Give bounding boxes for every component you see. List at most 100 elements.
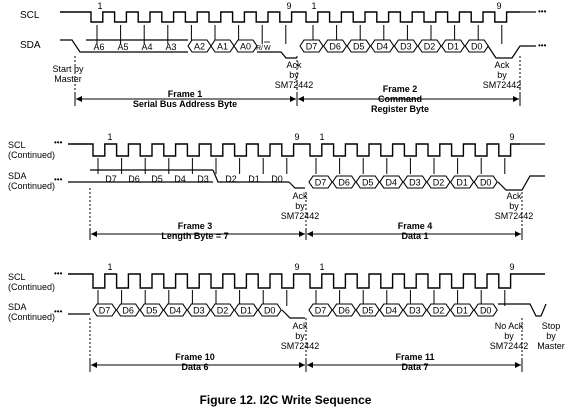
clock-number: 9 [294,132,299,142]
arrow-head [91,231,97,237]
sda-bit-label-data: D6 [338,178,350,188]
continuation-dots: ••• [538,7,547,16]
scl-waveform [300,11,520,23]
arrow-head [299,362,305,368]
sda-bit-cell [233,39,258,53]
data-bit-label: D0 [271,174,283,184]
clock-number: 1 [311,1,316,11]
sda-bit-label-data: D3 [400,42,412,52]
sda-continued-label: SDA(Continued) [8,302,56,322]
arrow-head [307,362,313,368]
scl-waveform [302,273,520,289]
address-bit-label: A6 [93,42,104,52]
sda-bit-label-data: D7 [306,42,318,52]
sda-bit-label-data: D2 [433,178,445,188]
continuation-dots: ••• [54,307,63,316]
clock-number: 1 [107,262,112,272]
scl-label: SCL [20,10,40,21]
data-bit-label: D2 [225,174,237,184]
sda-ack-waveform [497,175,545,191]
sda-bit-label-data: D4 [170,306,182,316]
clock-number: 9 [509,262,514,272]
sda-bit-label-data: D2 [433,306,445,316]
sda-bit-label-data: D0 [471,42,483,52]
sda-waveform [60,39,86,53]
sda-bit-label-data: D5 [146,306,158,316]
sda-bit-cell [473,175,498,189]
scl-waveform [302,143,520,157]
data-bit-label: D5 [151,174,163,184]
sda-ack-waveform [281,309,305,319]
arrow-head [513,96,519,102]
sda-waveform [498,303,547,317]
sda-bit-label-data: D7 [99,306,111,316]
sda-bit-label-data: D1 [456,306,468,316]
clock-number: 9 [509,132,514,142]
sda-bit-label-data: D0 [480,306,492,316]
sda-bit-label-address: A2 [194,42,205,52]
clock-number: 1 [107,132,112,142]
sda-bit-cell [473,303,498,317]
sda-bit-label-data: D4 [377,42,389,52]
arrow-head [515,231,521,237]
sda-continued-label: SDA(Continued) [8,171,56,191]
clock-number: 1 [319,262,324,272]
sda-bit-label-data: D2 [217,306,229,316]
sda-waveform [212,169,289,183]
sda-bit-label-data: D4 [386,178,398,188]
sda-bit-label-data: D6 [338,306,350,316]
scl-continued-label: SCL(Continued) [8,140,56,160]
sda-bit-label-data: D5 [362,306,374,316]
sda-bit-label-data: D1 [456,178,468,188]
arrow-head [290,96,296,102]
scl-waveform [68,273,302,289]
sda-bit-label-data: D5 [353,42,365,52]
scl-waveform [60,11,300,23]
sda-bit-label-data: D3 [193,306,205,316]
address-bit-label: A5 [117,42,128,52]
arrow-head [307,231,313,237]
sda-bit-label-data: D3 [409,178,421,188]
data-bit-label: D3 [197,174,209,184]
clock-number: 9 [496,1,501,11]
rw-bit-label: R/ [256,45,263,52]
sda-ack-waveform [288,181,305,189]
sda-label: SDA [20,40,41,51]
sda-bit-label-data: D0 [480,178,492,188]
sda-bit-cell [257,303,282,317]
sda-bit-label-data: D1 [447,42,459,52]
sda-ack-waveform [487,45,536,59]
arrow-head [298,96,304,102]
clock-number: 9 [294,262,299,272]
data-bit-label: D6 [128,174,140,184]
sda-bit-label-data: D3 [409,306,421,316]
clock-number: 9 [286,1,291,11]
arrow-head [76,96,82,102]
sda-bit-label-data: D1 [240,306,252,316]
data-bit-label: D4 [174,174,186,184]
continuation-dots: ••• [538,41,547,50]
clock-number: 1 [319,132,324,142]
scl-continued-label: SCL(Continued) [8,272,56,292]
figure-caption: Figure 12. I2C Write Sequence [199,393,372,407]
sda-bit-label-data: D0 [264,306,276,316]
sda-bit-label-address: A0 [240,42,251,52]
sda-bit-label-data: D6 [122,306,134,316]
sda-bit-label-data: D7 [315,178,327,188]
sda-bit-label-data: D2 [424,42,436,52]
sda-bit-label-data: D7 [315,306,327,316]
